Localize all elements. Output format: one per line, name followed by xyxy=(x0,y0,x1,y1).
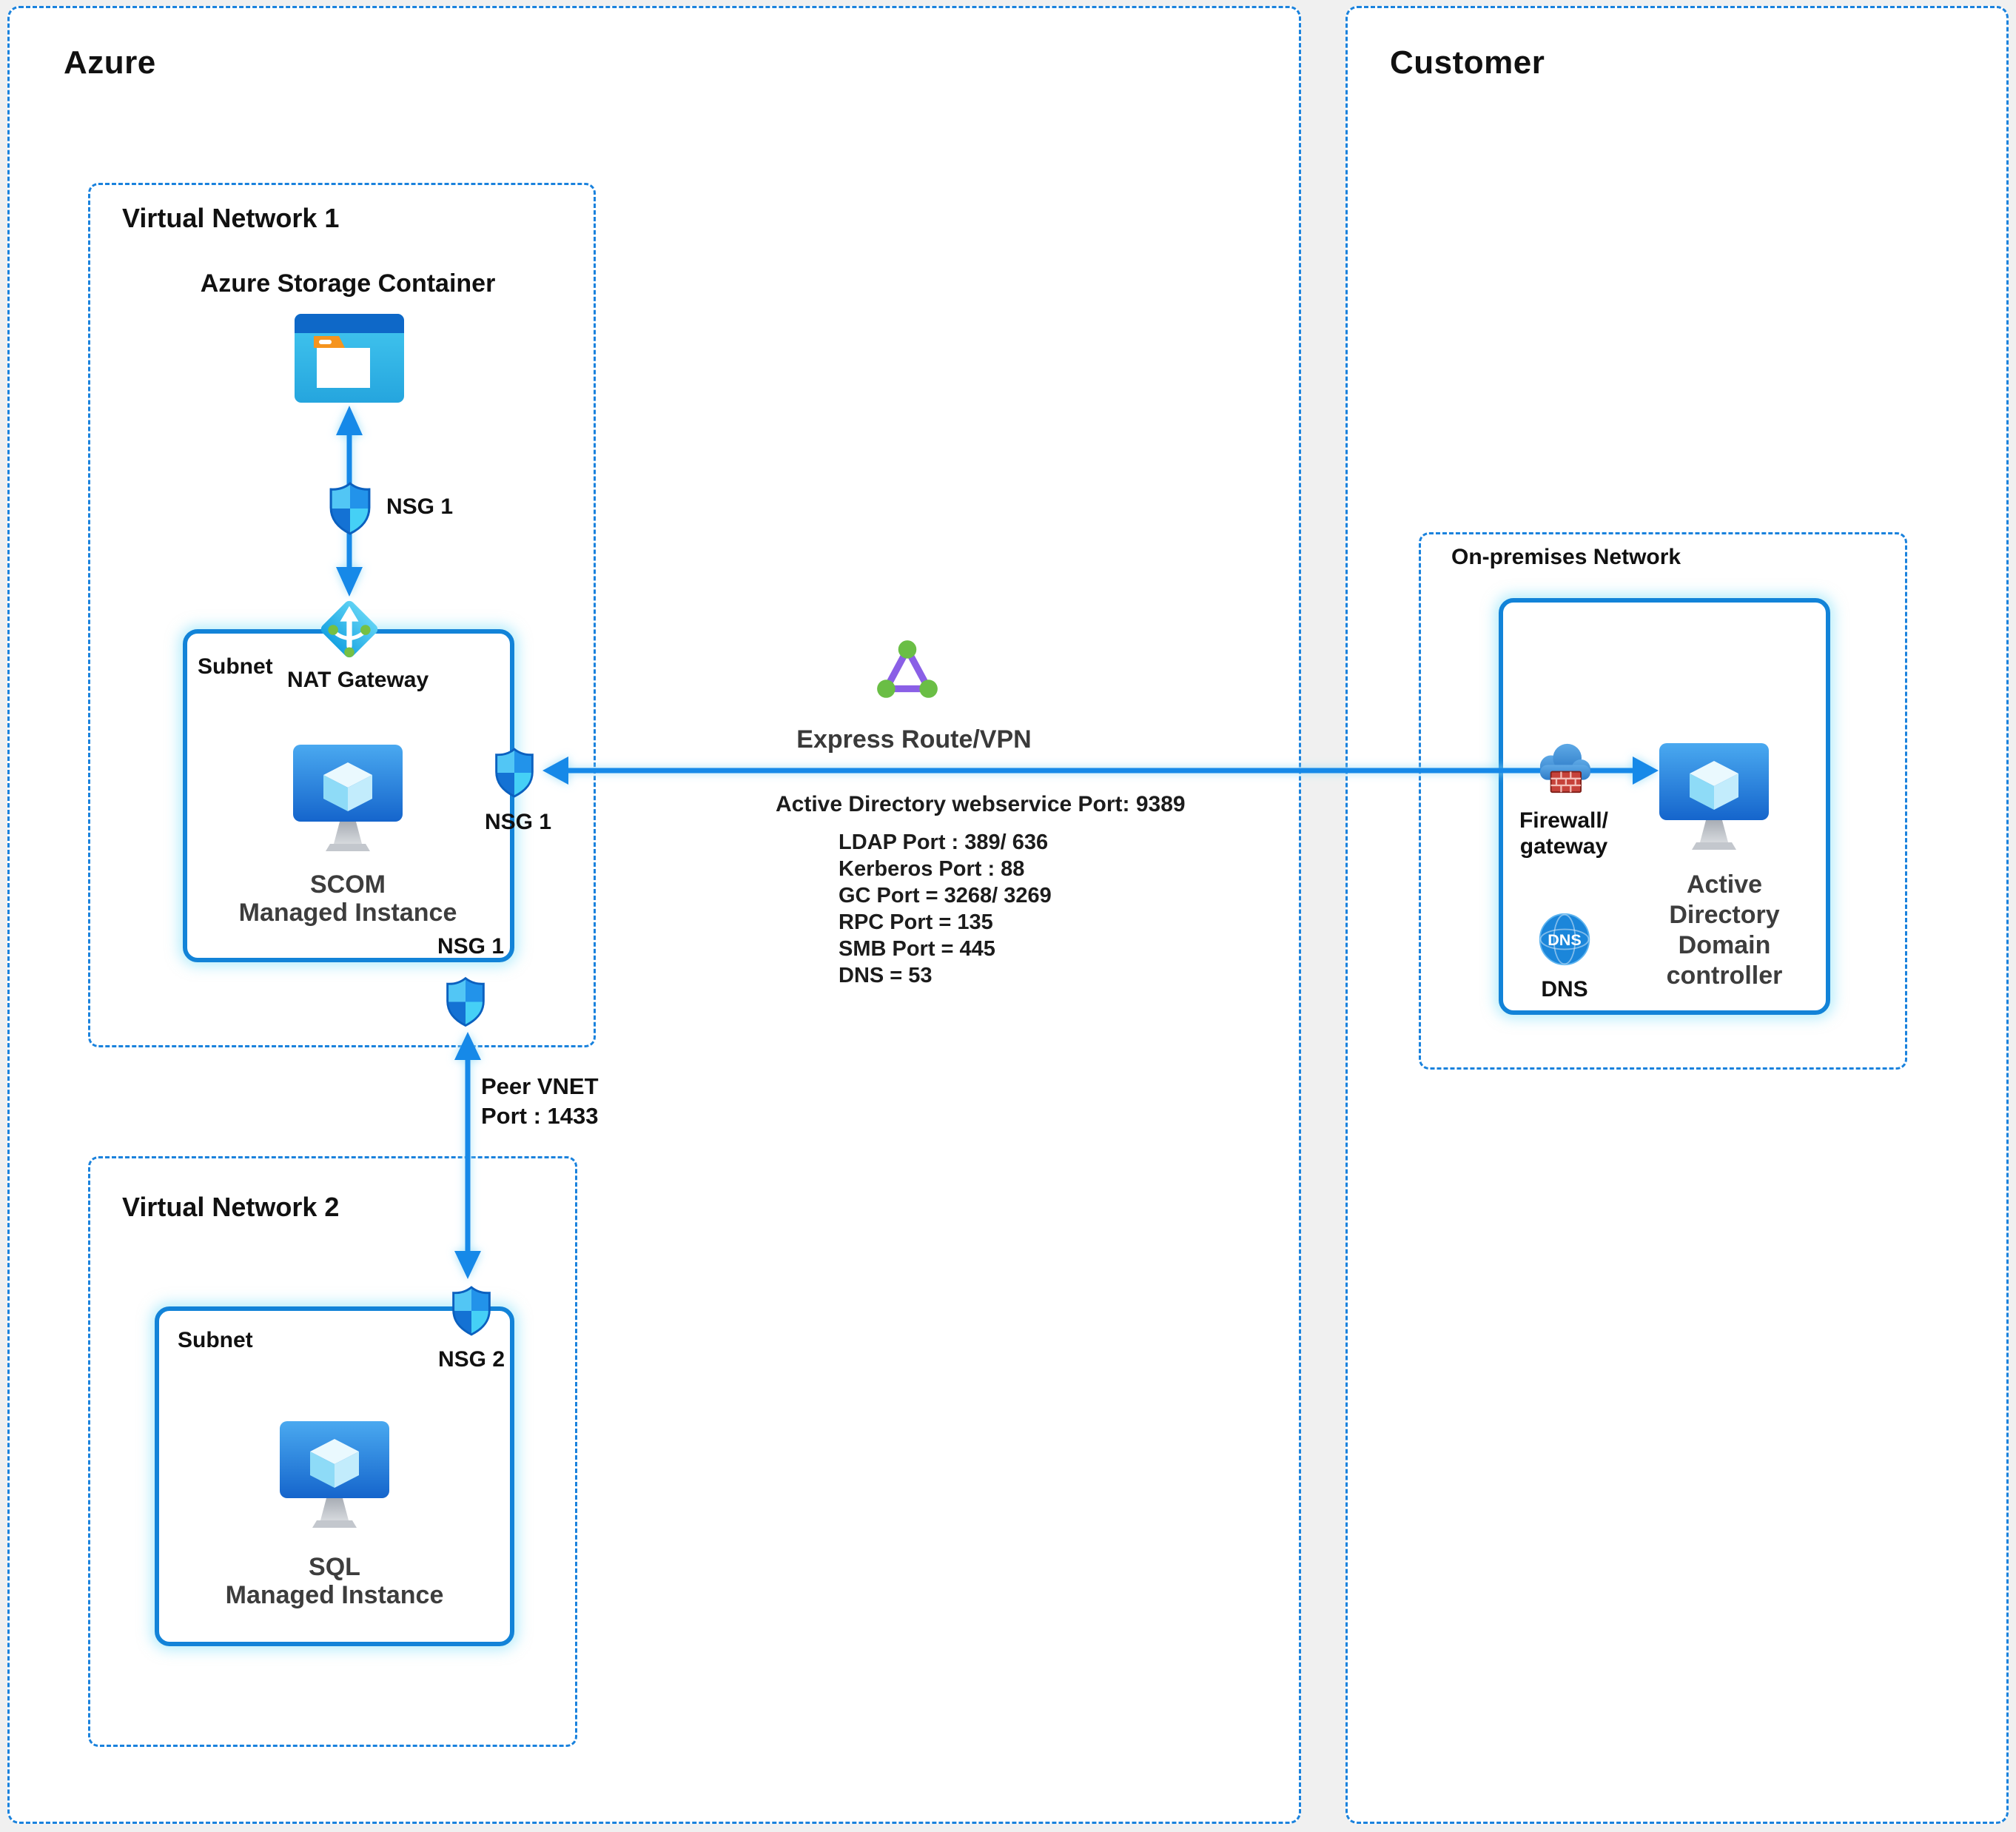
port-item: GC Port = 3268/ 3269 xyxy=(839,884,1052,907)
ad-label-line4: controller xyxy=(1666,962,1783,990)
port-item: LDAP Port : 389/ 636 xyxy=(839,831,1049,854)
subnet1-label: Subnet xyxy=(198,654,273,679)
nsg2-shield-icon xyxy=(450,1284,493,1338)
nat-gateway-label: NAT Gateway xyxy=(287,668,429,692)
express-route-icon xyxy=(877,640,938,698)
active-directory-dc-icon xyxy=(1659,743,1769,850)
scom-label-line1: SCOM xyxy=(310,870,386,899)
ad-label-line1: Active xyxy=(1686,870,1763,899)
express-route-subtitle: Active Directory webservice Port: 9389 xyxy=(776,792,1186,816)
on-premises-box xyxy=(1419,532,1907,1070)
azure-storage-container-icon xyxy=(295,314,404,403)
dns-label: DNS xyxy=(1541,977,1588,1001)
on-premises-title: On-premises Network xyxy=(1451,545,1681,569)
subnet2-label: Subnet xyxy=(178,1328,253,1352)
sql-label-line2: Managed Instance xyxy=(225,1581,444,1609)
firewall-label-line1: Firewall/ xyxy=(1519,808,1609,833)
port-list: LDAP Port : 389/ 636 Kerberos Port : 88 … xyxy=(839,829,1052,989)
port-item: RPC Port = 135 xyxy=(839,910,993,934)
firewall-gateway-icon xyxy=(1539,743,1590,793)
port-item: SMB Port = 445 xyxy=(839,937,995,961)
scom-managed-instance-icon xyxy=(293,745,403,851)
nsg1-right-shield-icon xyxy=(493,746,536,799)
peer-vnet-label-line1: Peer VNET xyxy=(481,1073,599,1099)
vnet1-title: Virtual Network 1 xyxy=(122,203,340,233)
ad-label-line2: Directory xyxy=(1669,901,1780,929)
dns-icon: DNS xyxy=(1539,913,1590,966)
vnet2-box xyxy=(88,1156,577,1747)
nsg1-top-shield-icon xyxy=(327,481,373,536)
nat-gateway-icon xyxy=(320,600,378,658)
nsg1-bottom-label: NSG 1 xyxy=(437,934,505,959)
ad-label-line3: Domain xyxy=(1678,931,1771,959)
firewall-label-line2: gateway xyxy=(1519,834,1608,859)
peer-vnet-label-line2: Port : 1433 xyxy=(481,1103,599,1129)
customer-region-title: Customer xyxy=(1390,44,1545,81)
sql-managed-instance-icon xyxy=(280,1421,389,1528)
dns-icon-text: DNS xyxy=(1548,930,1582,949)
azure-region-title: Azure xyxy=(64,44,156,81)
express-route-title: Express Route/VPN xyxy=(796,725,1032,754)
storage-container-label: Azure Storage Container xyxy=(200,269,496,298)
nsg2-label: NSG 2 xyxy=(437,1347,505,1372)
nsg1-right-label: NSG 1 xyxy=(484,810,552,834)
port-item: Kerberos Port : 88 xyxy=(839,857,1025,881)
vnet2-title: Virtual Network 2 xyxy=(122,1192,340,1222)
nsg1-bottom-shield-icon xyxy=(444,975,487,1029)
nsg1-top-label: NSG 1 xyxy=(386,494,454,519)
vnet1-box xyxy=(88,183,596,1047)
sql-label-line1: SQL xyxy=(309,1553,360,1581)
port-item: DNS = 53 xyxy=(839,964,933,987)
scom-label-line2: Managed Instance xyxy=(238,899,457,927)
